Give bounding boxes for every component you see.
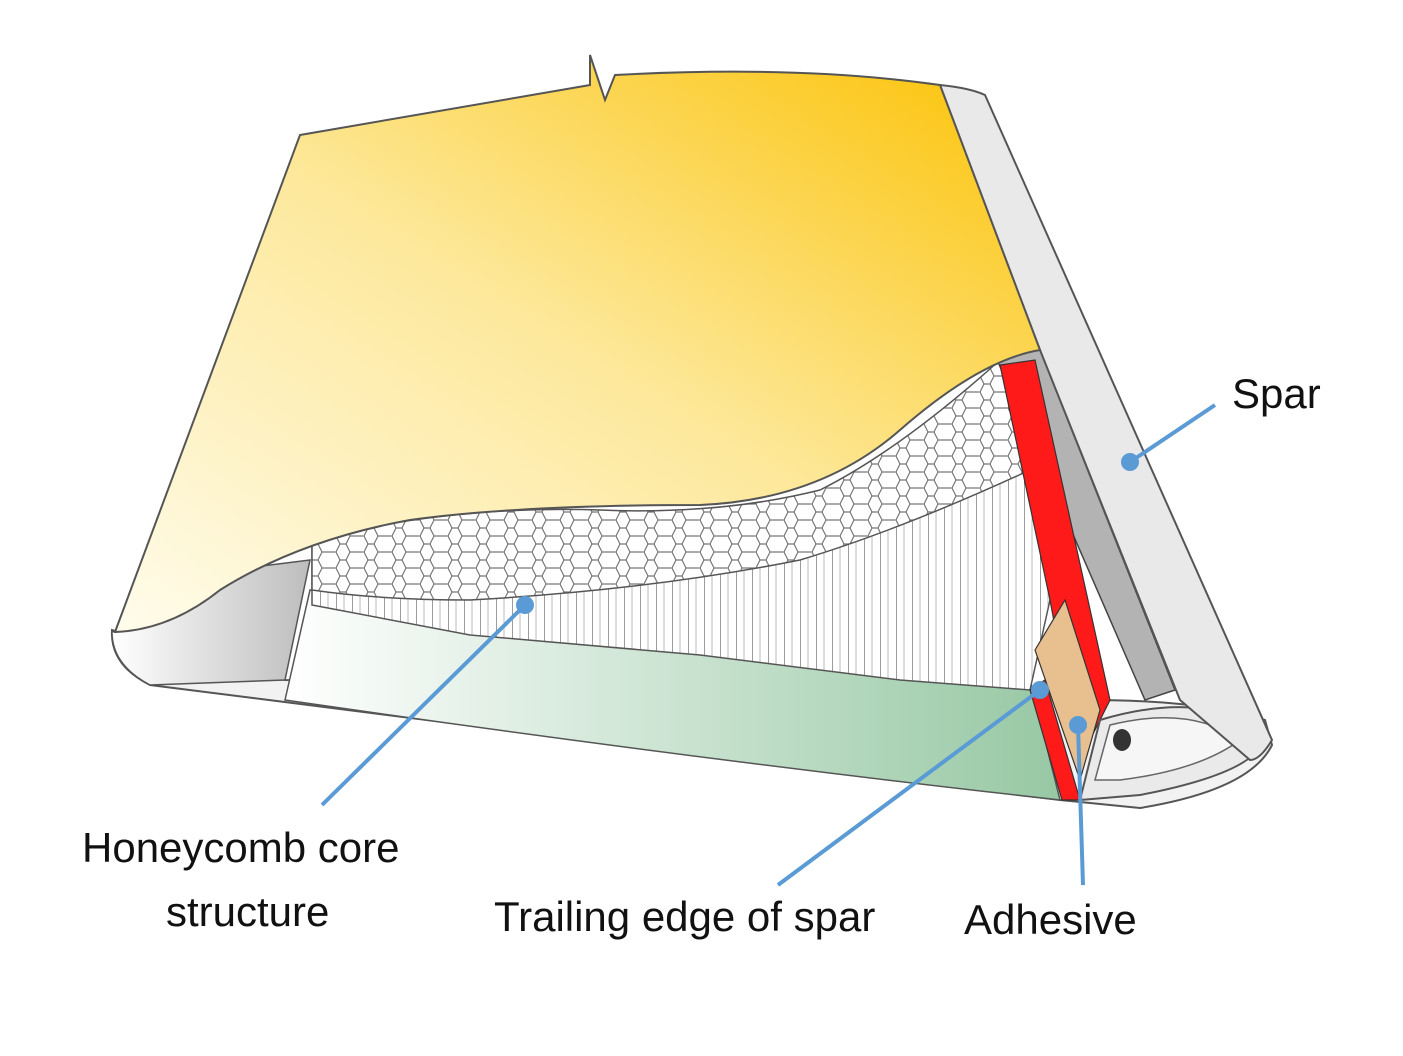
honeycomb-label-line2: structure bbox=[166, 888, 330, 935]
trailing-edge-leader-line bbox=[776, 688, 1042, 887]
lower-panel bbox=[284, 589, 1061, 801]
adhesive-leader-line bbox=[1076, 724, 1085, 886]
adhesive-label: Adhesive bbox=[964, 896, 1137, 943]
honeycomb-label-line1: Honeycomb core bbox=[82, 824, 400, 871]
leader-lines bbox=[320, 403, 1217, 887]
spar-hole-icon bbox=[1113, 729, 1131, 751]
adhesive-leader-dot bbox=[1069, 716, 1087, 734]
honeycomb-leader-dot bbox=[516, 596, 534, 614]
spar-leader-dot bbox=[1121, 453, 1139, 471]
spar-label: Spar bbox=[1232, 370, 1321, 417]
trailing-edge-of-spar bbox=[1034, 598, 1101, 782]
trailing-edge-leader-dot bbox=[1031, 681, 1049, 699]
trailing-edge-label: Trailing edge of spar bbox=[494, 893, 876, 940]
spar bbox=[938, 83, 1274, 762]
honeycomb-leader-line bbox=[320, 603, 527, 807]
upper-skin bbox=[113, 54, 1042, 634]
spar-leader-line bbox=[1128, 403, 1217, 464]
